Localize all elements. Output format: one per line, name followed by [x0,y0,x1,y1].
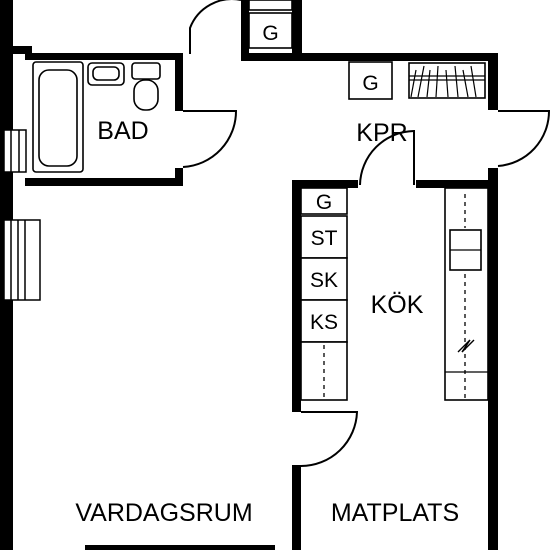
kitchen-left-cabinets [300,187,348,401]
cabinet-label-kok-g: G [316,191,332,214]
cabinet-label-sk: SK [310,269,338,292]
kitchen-right-counter [444,187,489,401]
dishwasher-symbol [457,339,475,353]
wall-bath-bottom [25,178,183,186]
wall-shaft-left [241,0,249,55]
window-bath [3,129,27,173]
door-matplats [300,411,359,467]
cabinet-label-kpr-g: G [362,72,378,95]
window-sill-bottom [85,545,275,550]
room-label-bad: BAD [97,117,148,145]
door-bath [182,110,238,168]
bath-fixtures [32,61,161,173]
wall-kitchen-top-right [416,180,498,188]
doors [182,0,550,467]
wall-bath-right-upper [175,54,183,111]
bathtub-inner [38,69,78,167]
room-label-vardagsrum: VARDAGSRUM [75,499,252,527]
door-top [189,0,241,54]
wall-kitchen-top-left [292,180,358,188]
wall-right-exterior [488,168,498,550]
room-label-kok: KÖK [371,291,424,319]
toilet-bowl [133,79,159,111]
cabinet-label-top-g: G [262,22,278,45]
wall-top-left [0,46,32,54]
room-label-matplats: MATPLATS [331,499,459,527]
top-cabinet: G [248,0,293,49]
door-kpr-right [497,110,550,167]
room-label-kpr: KPR [356,119,407,147]
cabinet-label-st: ST [311,227,338,250]
kpr-cabinet [348,61,393,100]
window-living [3,219,41,301]
wall-shaft-right [292,0,302,55]
kpr-fixtures [348,61,486,100]
door-kitchen [359,129,415,186]
windows [3,129,41,301]
wall-bath-right-lower [175,168,183,186]
cabinet-label-ks: KS [310,311,338,334]
wall-kpr-right [488,53,498,110]
wall-kitchen-left-lower [292,465,301,550]
washbasin-inner [92,66,120,81]
wall-kitchen-left-upper [292,180,301,412]
wall-bath-top [25,53,183,60]
toilet-tank [131,62,161,80]
wall-kpr-top [241,53,498,61]
